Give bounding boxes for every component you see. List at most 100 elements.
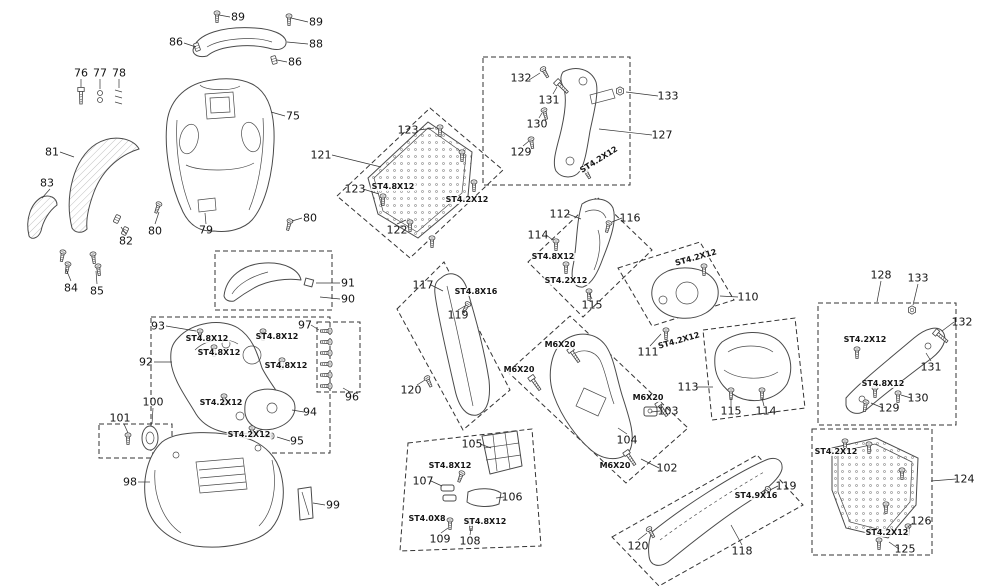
- part-number-label-123: 123: [397, 123, 419, 137]
- leader-lines: [41, 14, 957, 550]
- part-number-label-131: 131: [920, 360, 942, 374]
- part-number-label-94: 94: [303, 405, 317, 419]
- part-number-label-100: 100: [142, 395, 164, 409]
- part-number-label-77: 77: [93, 66, 107, 80]
- part-number-label-99: 99: [326, 498, 340, 512]
- part-number-label-80: 80: [303, 211, 317, 225]
- part-number-label-96: 96: [345, 390, 359, 404]
- part-number-label-102: 102: [656, 461, 678, 475]
- part-number-label-121: 121: [310, 148, 332, 162]
- lock-set-100: [141, 425, 159, 451]
- part-number-label-108: 108: [459, 534, 481, 548]
- part-number-label-128: 128: [870, 268, 892, 282]
- small-screen-83: [27, 195, 58, 239]
- screw-spec-label-ST4.2X12: ST4.2X12: [842, 335, 888, 344]
- screw-spec-label-ST4.9X16: ST4.9X16: [733, 491, 779, 500]
- fasteners: [57, 10, 950, 550]
- part-number-label-85: 85: [90, 284, 104, 298]
- screw-spec-label-ST4.8X12: ST4.8X12: [263, 361, 309, 370]
- clamp-107: [440, 484, 455, 492]
- part-number-label-131: 131: [538, 93, 560, 107]
- screw-spec-label-M6X20: M6X20: [543, 340, 577, 349]
- part-number-label-104: 104: [616, 433, 638, 447]
- part-number-label-113: 113: [677, 380, 699, 394]
- screw-spec-label-ST4.2X12: ST4.2X12: [673, 247, 719, 269]
- part-number-label-133: 133: [907, 271, 929, 285]
- part-number-label-86: 86: [288, 55, 302, 69]
- screw-spec-label-ST4.2X12: ST4.2X12: [656, 330, 702, 352]
- part-number-label-129: 129: [510, 145, 532, 159]
- screw-spec-label-M6X20: M6X20: [598, 461, 632, 470]
- part-number-label-129: 129: [878, 401, 900, 415]
- handlebar-rear-cover-88: [192, 27, 287, 58]
- side-panel-118: [648, 457, 783, 566]
- part-number-label-105: 105: [461, 437, 483, 451]
- screw-spec-label-ST4.8X16: ST4.8X16: [453, 287, 499, 296]
- screw-spec-label-ST4.8X12: ST4.8X12: [196, 348, 242, 357]
- part-number-label-115: 115: [720, 404, 742, 418]
- part-number-label-111: 111: [637, 345, 659, 359]
- part-number-label-127: 127: [651, 128, 673, 142]
- part-number-label-123: 123: [344, 182, 366, 196]
- part-number-label-81: 81: [45, 145, 59, 159]
- part-number-label-79: 79: [199, 223, 213, 237]
- part-number-label-97: 97: [298, 318, 312, 332]
- part-number-label-115: 115: [581, 298, 603, 312]
- part-number-label-109: 109: [429, 532, 451, 546]
- screw-spec-label-ST4.8X12: ST4.8X12: [370, 182, 416, 191]
- part-number-label-83: 83: [40, 176, 54, 190]
- part-number-label-118: 118: [731, 544, 753, 558]
- screw-spec-label-ST4.2X12: ST4.2X12: [226, 430, 272, 439]
- part-number-label-117: 117: [412, 278, 434, 292]
- part-number-label-132: 132: [510, 71, 532, 85]
- part-number-label-106: 106: [501, 490, 523, 504]
- part-number-label-86: 86: [169, 35, 183, 49]
- part-number-label-90: 90: [341, 292, 355, 306]
- part-number-label-122: 122: [386, 223, 408, 237]
- part-number-label-101: 101: [109, 411, 131, 425]
- screw-spec-label-ST4.2X12: ST4.2X12: [577, 144, 621, 176]
- part-number-label-132: 132: [951, 315, 973, 329]
- screw-spec-label-ST4.0X8: ST4.0X8: [407, 514, 447, 523]
- windshield-81: [68, 137, 140, 233]
- screw-spec-label-ST4.8X12: ST4.8X12: [427, 461, 473, 470]
- front-cover-75: [165, 78, 275, 232]
- part-number-label-75: 75: [286, 109, 300, 123]
- part-number-label-120: 120: [627, 539, 649, 553]
- bracket-106: [466, 488, 502, 507]
- screw-spec-label-ST4.2X12: ST4.2X12: [813, 447, 859, 456]
- bracket-110: [651, 267, 719, 319]
- screw-spec-label-ST4.2X12: ST4.2X12: [198, 398, 244, 407]
- floor-panel-124: [831, 437, 919, 539]
- screw-spec-label-ST4.2X12: ST4.2X12: [543, 276, 589, 285]
- side-cover-113: [714, 332, 792, 402]
- part-number-label-88: 88: [309, 37, 323, 51]
- screw-spec-label-M6X20: M6X20: [631, 393, 665, 402]
- part-number-label-103: 103: [657, 404, 679, 418]
- part-number-label-82: 82: [119, 234, 133, 248]
- part-number-label-95: 95: [290, 434, 304, 448]
- bracket-128: [845, 327, 946, 414]
- screw-spec-label-ST4.8X12: ST4.8X12: [860, 379, 906, 388]
- small-parts-105-109: [440, 430, 523, 507]
- part-number-label-119: 119: [775, 479, 797, 493]
- part-number-label-89: 89: [231, 10, 245, 24]
- screw-spec-label-ST4.8X12: ST4.8X12: [184, 334, 230, 343]
- part-number-label-84: 84: [64, 281, 78, 295]
- part-number-label-107: 107: [412, 474, 434, 488]
- part-number-label-130: 130: [907, 391, 929, 405]
- part-number-label-119: 119: [447, 308, 469, 322]
- part-number-label-78: 78: [112, 66, 126, 80]
- panel-112: [571, 198, 615, 288]
- part-number-label-93: 93: [151, 319, 165, 333]
- center-panel-102: [549, 333, 633, 460]
- part-number-label-76: 76: [74, 66, 88, 80]
- part-number-label-120: 120: [400, 383, 422, 397]
- screw-spec-label-ST4.8X12: ST4.8X12: [254, 332, 300, 341]
- clip-91: [303, 277, 315, 288]
- inner-panel-94: [244, 388, 296, 431]
- part-number-label-114: 114: [527, 228, 549, 242]
